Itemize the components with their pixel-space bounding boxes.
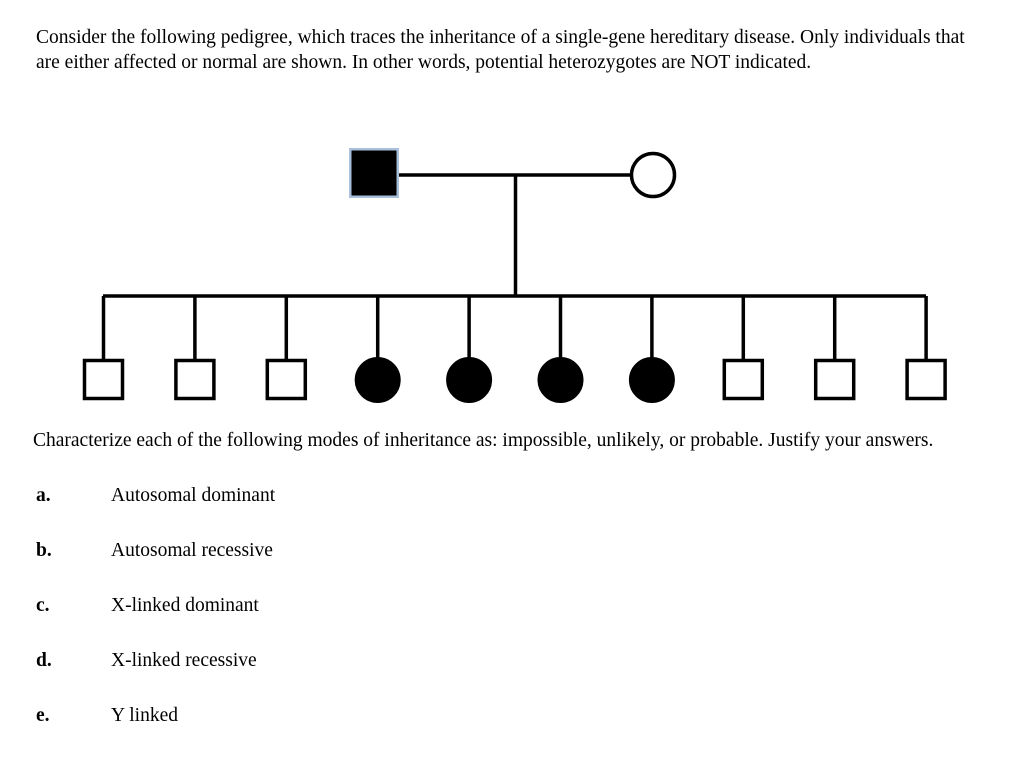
option-letter-b: b.	[36, 540, 52, 561]
individual-II-9-normal-male[interactable]	[813, 358, 856, 401]
individual-II-2-normal-male[interactable]	[174, 358, 216, 401]
option-label-b: Autosomal recessive	[111, 540, 273, 561]
intro-paragraph: Consider the following pedigree, which t…	[36, 26, 970, 73]
pedigree-svg	[82, 148, 947, 403]
options-list: a. Autosomal dominant b. Autosomal reces…	[0, 485, 1024, 760]
option-letter-d: d.	[36, 650, 52, 671]
option-label-e: Y linked	[111, 705, 178, 726]
option-item-b: b. Autosomal recessive	[0, 540, 1024, 595]
option-label-c: X-linked dominant	[111, 595, 259, 616]
option-item-d: d. X-linked recessive	[0, 650, 1024, 705]
individual-II-7-affected-female[interactable]	[628, 357, 675, 403]
individual-II-8-normal-male[interactable]	[722, 358, 765, 401]
option-letter-a: a.	[36, 485, 51, 506]
option-label-d: X-linked recessive	[111, 650, 257, 671]
individual-II-6-affected-female[interactable]	[537, 357, 584, 403]
individual-II-3-normal-male[interactable]	[265, 358, 308, 401]
prompt-paragraph: Characterize each of the following modes…	[33, 429, 934, 451]
individual-I-2-normal-female[interactable]	[629, 151, 677, 199]
option-letter-e: e.	[36, 705, 50, 726]
option-item-e: e. Y linked	[0, 705, 1024, 760]
pedigree-diagram	[0, 130, 1024, 410]
option-item-c: c. X-linked dominant	[0, 595, 1024, 650]
individual-II-5-affected-female[interactable]	[446, 357, 493, 403]
individual-II-1-normal-male[interactable]	[82, 358, 125, 401]
option-item-a: a. Autosomal dominant	[0, 485, 1024, 540]
selection-outline-father	[349, 148, 399, 198]
option-label-a: Autosomal dominant	[111, 485, 276, 506]
individual-II-4-affected-female[interactable]	[354, 357, 401, 403]
option-letter-c: c.	[36, 595, 50, 616]
individual-II-10-normal-male[interactable]	[905, 358, 947, 401]
individual-I-1-affected-male[interactable]	[351, 150, 397, 196]
